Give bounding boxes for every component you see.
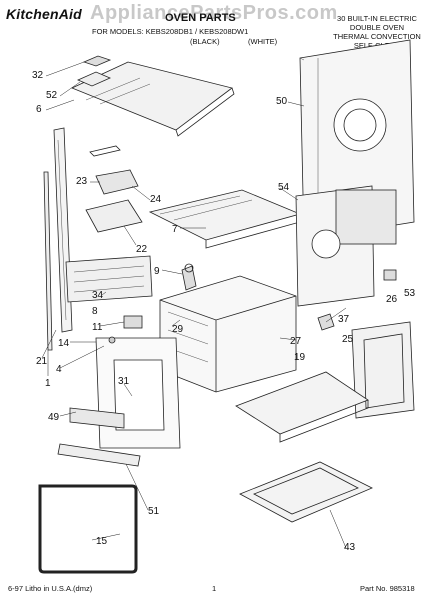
callout-1: 1 — [45, 378, 51, 389]
door-seal — [38, 484, 138, 574]
door-panel — [351, 321, 415, 419]
screw — [108, 336, 116, 344]
callout-43: 43 — [344, 542, 356, 553]
callout-34: 34 — [92, 290, 104, 301]
callout-51: 51 — [148, 506, 160, 517]
door-window — [113, 359, 165, 431]
callout-8: 8 — [92, 306, 98, 317]
door-trim — [69, 407, 125, 429]
callout-9: 9 — [154, 266, 160, 277]
callout-29: 29 — [172, 324, 184, 335]
callout-11: 11 — [92, 322, 103, 333]
callout-15: 15 — [96, 536, 108, 547]
callout-52: 52 — [46, 90, 58, 101]
callout-54: 54 — [278, 182, 290, 193]
callout-26: 26 — [386, 294, 398, 305]
callout-6: 6 — [36, 104, 42, 115]
page-title: OVEN PARTS — [165, 12, 236, 24]
callout-31: 31 — [118, 376, 130, 387]
callout-7: 7 — [172, 224, 178, 235]
callout-23: 23 — [76, 176, 88, 187]
callout-14: 14 — [58, 338, 70, 349]
model-line: FOR MODELS: KEBS208DB1 / KEBS208DW1 — [92, 27, 249, 36]
callout-19: 19 — [294, 352, 306, 363]
convection-fan — [311, 229, 341, 259]
callout-32: 32 — [32, 70, 44, 81]
door-handle — [57, 443, 141, 467]
insulation-pad — [85, 199, 143, 233]
callout-25: 25 — [342, 334, 354, 345]
thermostat — [181, 265, 197, 291]
callout-22: 22 — [136, 244, 148, 255]
vent-cover — [82, 55, 112, 67]
description-line: DOUBLE OVEN — [349, 23, 405, 32]
callout-24: 24 — [150, 194, 162, 205]
callout-4: 4 — [56, 364, 62, 375]
fan-cover — [333, 98, 387, 152]
callout-50: 50 — [276, 96, 288, 107]
hinge-bracket — [95, 169, 139, 195]
callout-37: 37 — [338, 314, 350, 325]
callout-21: 21 — [36, 356, 48, 367]
callout-53: 53 — [404, 288, 416, 299]
footer-litho: 6-97 Litho in U.S.A.(dmz) — [8, 584, 93, 593]
page-number: 1 — [212, 584, 217, 593]
watermark: AppliancePartsPros.com — [90, 2, 338, 24]
callout-49: 49 — [48, 412, 60, 423]
vent-plate — [77, 71, 111, 87]
bottom-pan — [239, 461, 373, 523]
switch-part — [123, 315, 143, 329]
callout-27: 27 — [290, 336, 302, 347]
description-line: 30 BUILT-IN ELECTRIC — [337, 14, 417, 23]
color-black-label: (BLACK) — [190, 37, 220, 46]
description-line: THERMAL CONVECTION — [333, 32, 421, 41]
color-white-label: (WHITE) — [248, 37, 278, 46]
clip-part — [383, 269, 397, 281]
side-trim-left — [43, 171, 53, 351]
brand-logo: KitchenAid — [6, 6, 82, 22]
part-number: Part No. 985318 — [360, 584, 415, 593]
